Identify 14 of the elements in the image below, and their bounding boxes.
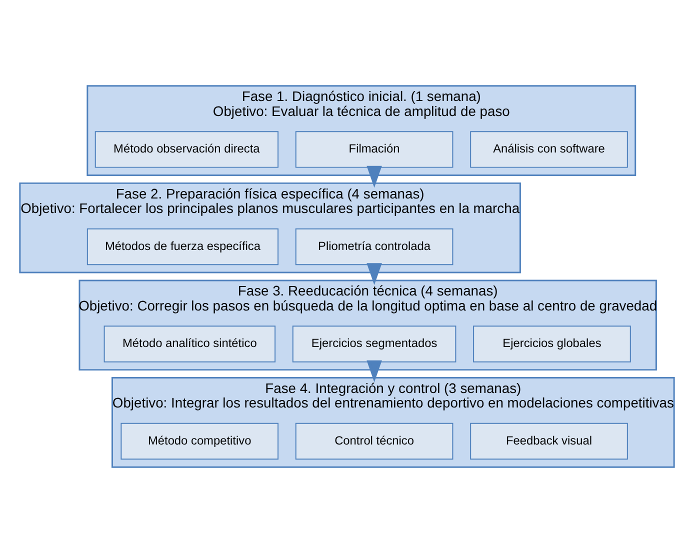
node-box: Ejercicios globales	[473, 325, 631, 362]
arrow	[366, 360, 382, 382]
arrow	[366, 262, 382, 284]
node-box: Método analítico sintético	[104, 325, 276, 362]
node-box: Método observación directa	[94, 130, 278, 168]
node-box: Feedback visual	[470, 422, 628, 460]
node-box: Métodos de fuerza específica	[86, 228, 278, 265]
arrow	[366, 165, 382, 188]
node-box: Control técnico	[295, 422, 454, 460]
node-box: Ejercicios segmentados	[292, 325, 456, 362]
node-box: Filmación	[295, 130, 454, 168]
node-box: Pliometría controlada	[295, 228, 454, 265]
node-box: Análisis con software	[470, 130, 628, 168]
node-box: Método competitivo	[120, 422, 278, 460]
